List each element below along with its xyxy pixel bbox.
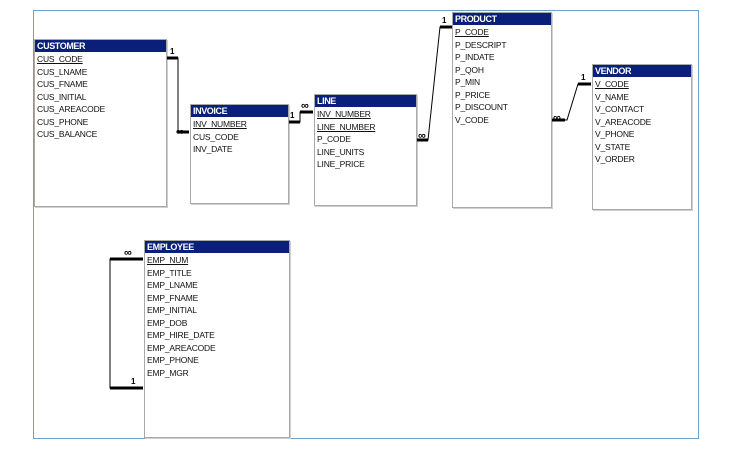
field[interactable]: CUS_FNAME (37, 79, 88, 89)
field[interactable]: P_INDATE (455, 52, 495, 62)
table-vendor[interactable]: VENDOR V_CODE V_NAME V_CONTACT V_AREACOD… (592, 64, 692, 210)
field[interactable]: V_CONTACT (595, 104, 645, 114)
field-list: P_CODE P_DESCRIPT P_INDATE P_QOH P_MIN P… (453, 25, 551, 126)
field[interactable]: EMP_INITIAL (147, 305, 197, 315)
field[interactable]: EMP_MGR (147, 367, 189, 378)
field[interactable]: CUS_LNAME (37, 66, 88, 77)
field-primary-key[interactable]: INV_NUMBER (317, 109, 371, 119)
field[interactable]: CUS_BALANCE (37, 129, 98, 139)
field-primary-key[interactable]: LINE_NUMBER (317, 121, 376, 132)
field[interactable]: EMP_HIRE_DATE (147, 330, 215, 340)
field[interactable]: P_DESCRIPT (455, 39, 507, 50)
table-title[interactable]: VENDOR (593, 65, 691, 77)
field-list: INV_NUMBER CUS_CODE INV_DATE (191, 117, 288, 156)
field-primary-key[interactable]: P_CODE (455, 27, 489, 37)
field[interactable]: P_PRICE (455, 89, 490, 100)
table-line[interactable]: LINE INV_NUMBER LINE_NUMBER P_CODE LINE_… (314, 94, 417, 206)
field-list: INV_NUMBER LINE_NUMBER P_CODE LINE_UNITS… (315, 107, 416, 171)
table-customer[interactable]: CUSTOMER CUS_CODE CUS_LNAME CUS_FNAME CU… (34, 39, 167, 207)
field[interactable]: V_STATE (595, 141, 631, 152)
field[interactable]: LINE_PRICE (317, 159, 365, 169)
field[interactable]: EMP_DOB (147, 317, 188, 328)
field-primary-key[interactable]: EMP_NUM (147, 255, 189, 265)
field-list: EMP_NUM EMP_TITLE EMP_LNAME EMP_FNAME EM… (145, 253, 289, 379)
table-title[interactable]: INVOICE (191, 105, 288, 117)
table-title[interactable]: PRODUCT (453, 13, 551, 25)
field[interactable]: EMP_FNAME (147, 292, 199, 303)
field-primary-key[interactable]: CUS_CODE (37, 54, 83, 64)
field[interactable]: CUS_CODE (193, 131, 239, 142)
field[interactable]: P_QOH (455, 64, 484, 75)
field[interactable]: V_CODE (455, 114, 489, 125)
table-title[interactable]: CUSTOMER (35, 40, 166, 52)
table-product[interactable]: PRODUCT P_CODE P_DESCRIPT P_INDATE P_QOH… (452, 12, 552, 208)
field[interactable]: P_CODE (317, 134, 351, 144)
table-invoice[interactable]: INVOICE INV_NUMBER CUS_CODE INV_DATE (190, 104, 289, 204)
field[interactable]: V_PHONE (595, 129, 635, 139)
field-list: V_CODE V_NAME V_CONTACT V_AREACODE V_PHO… (593, 77, 691, 166)
field[interactable]: V_NAME (595, 91, 629, 102)
field-primary-key[interactable]: INV_NUMBER (193, 119, 247, 129)
field[interactable]: EMP_AREACODE (147, 342, 216, 353)
field[interactable]: P_MIN (455, 77, 480, 87)
field[interactable]: INV_DATE (193, 144, 233, 154)
table-employee[interactable]: EMPLOYEE EMP_NUM EMP_TITLE EMP_LNAME EMP… (144, 240, 290, 438)
field-list: CUS_CODE CUS_LNAME CUS_FNAME CUS_INITIAL… (35, 52, 166, 141)
field[interactable]: EMP_TITLE (147, 267, 192, 278)
field[interactable]: CUS_PHONE (37, 116, 89, 127)
field[interactable]: LINE_UNITS (317, 146, 365, 157)
field[interactable]: EMP_PHONE (147, 355, 199, 365)
table-title[interactable]: EMPLOYEE (145, 241, 289, 253)
field[interactable]: V_AREACODE (595, 116, 652, 127)
field[interactable]: EMP_LNAME (147, 280, 198, 290)
field[interactable]: P_DISCOUNT (455, 102, 508, 112)
field[interactable]: CUS_INITIAL (37, 91, 87, 102)
field[interactable]: V_ORDER (595, 154, 635, 164)
table-title[interactable]: LINE (315, 95, 416, 107)
field[interactable]: CUS_AREACODE (37, 104, 105, 114)
field-primary-key[interactable]: V_CODE (595, 79, 629, 89)
